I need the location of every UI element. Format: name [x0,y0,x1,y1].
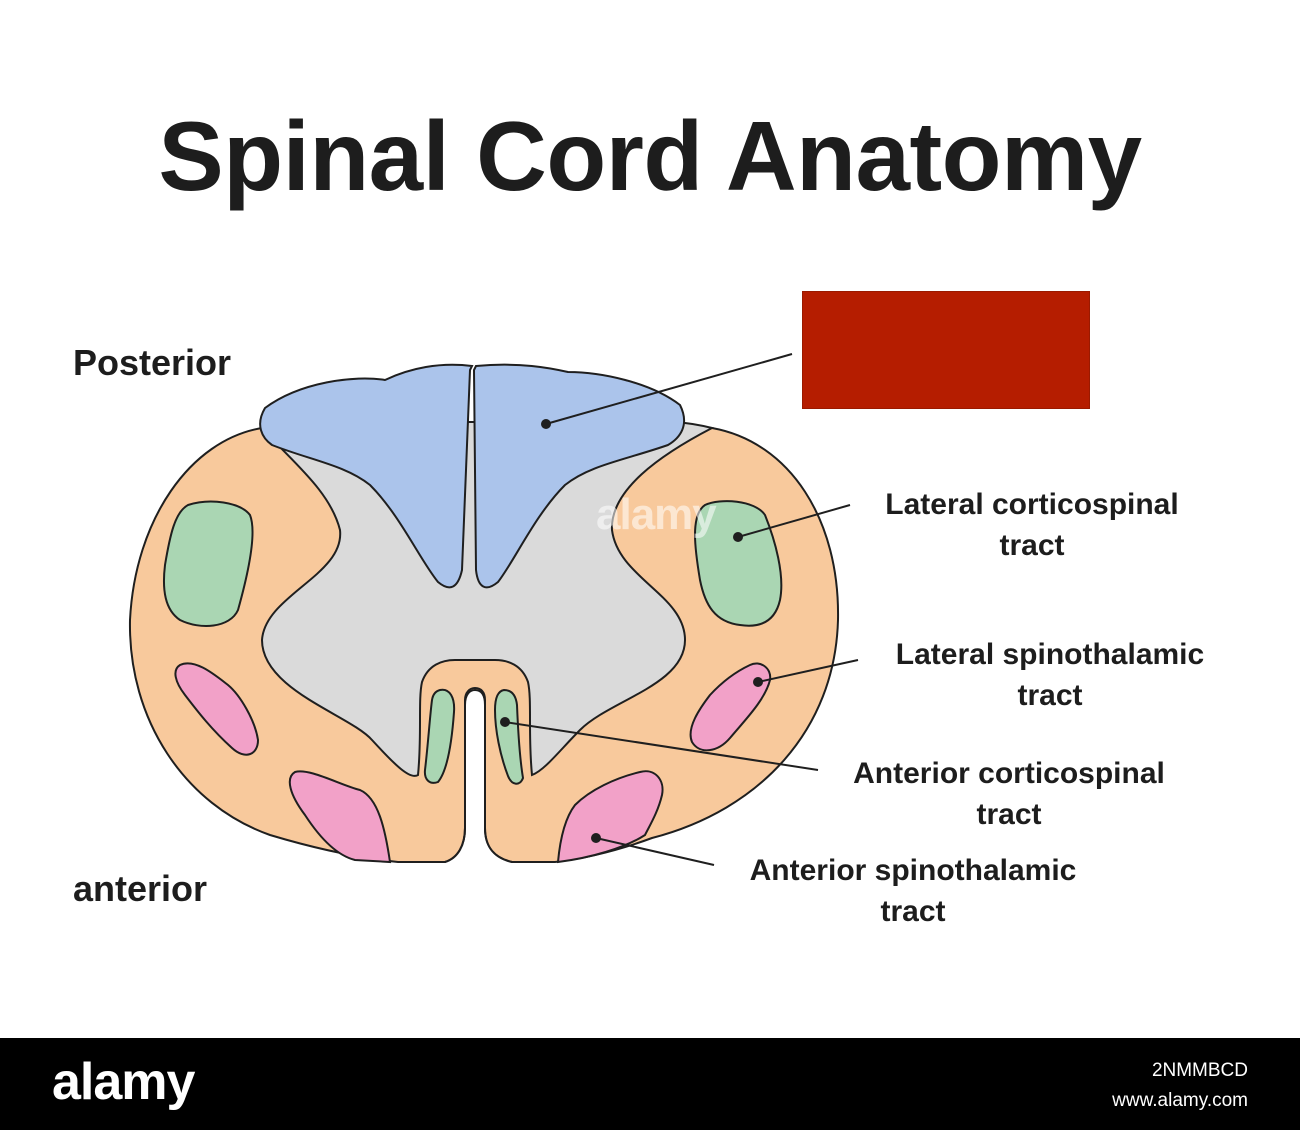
leader-dot-dorsal [541,419,551,429]
leader-line-dorsal [545,353,793,425]
anterior-corticospinal-left [423,688,456,784]
anterior-label: anterior [73,868,208,909]
lateral-corticospinal-right [694,500,783,627]
page-title: Spinal Cord Anatomy [158,101,1142,211]
anterior-spinothalamic-left [288,770,392,864]
spinal-cord-cross-section [128,353,859,866]
label-lateral-corticospinal-line1: Lateral corticospinal [885,488,1179,521]
anterior-spinothalamic-right [556,770,664,864]
label-anterior-corticospinal-line2: tract [976,798,1042,831]
posterior-label: Posterior [73,342,232,383]
lateral-corticospinal-left [162,500,254,627]
anterior-corticospinal-right [493,688,525,785]
image-id: 2NMMBCD [1151,1060,1248,1081]
label-anterior-corticospinal: Anterior corticospinal tract [828,753,1190,835]
leader-dot-lateral-spinothalamic [753,677,763,687]
leader-dot-anterior-corticospinal [500,717,510,727]
label-lateral-spinothalamic-line1: Lateral spinothalamic [895,638,1205,671]
redacted-label-box [802,291,1090,409]
label-lateral-corticospinal-line2: tract [999,529,1065,562]
label-anterior-spinothalamic-line1: Anterior spinothalamic [749,854,1077,887]
site-url: www.alamy.com [1112,1090,1248,1111]
label-lateral-spinothalamic: Lateral spinothalamic tract [870,634,1230,716]
label-lateral-spinothalamic-line2: tract [1017,679,1083,712]
watermark-footer: alamy 2NMMBCD www.alamy.com [0,1038,1300,1130]
leader-dot-anterior-spinothalamic [591,833,601,843]
leader-line-anterior-spinothalamic [595,837,715,866]
label-anterior-spinothalamic: Anterior spinothalamic tract [724,850,1102,932]
lateral-spinothalamic-right [689,662,772,752]
lateral-spinothalamic-left [174,662,260,756]
anterior-median-fissure [444,686,513,863]
dorsal-column-left [259,363,474,589]
alamy-logo: alamy [52,1053,195,1111]
leader-line-lateral-corticospinal [737,504,851,538]
dorsal-column-right [472,363,686,589]
gray-matter [260,421,715,777]
leader-line-lateral-spinothalamic [757,659,859,683]
label-anterior-corticospinal-line1: Anterior corticospinal [853,757,1165,790]
label-anterior-spinothalamic-line2: tract [880,895,946,928]
watermark-text: alamy [596,490,717,539]
leader-line-anterior-corticospinal [504,721,819,771]
label-lateral-corticospinal: Lateral corticospinal tract [862,484,1202,566]
leader-dot-lateral-corticospinal [733,532,743,542]
